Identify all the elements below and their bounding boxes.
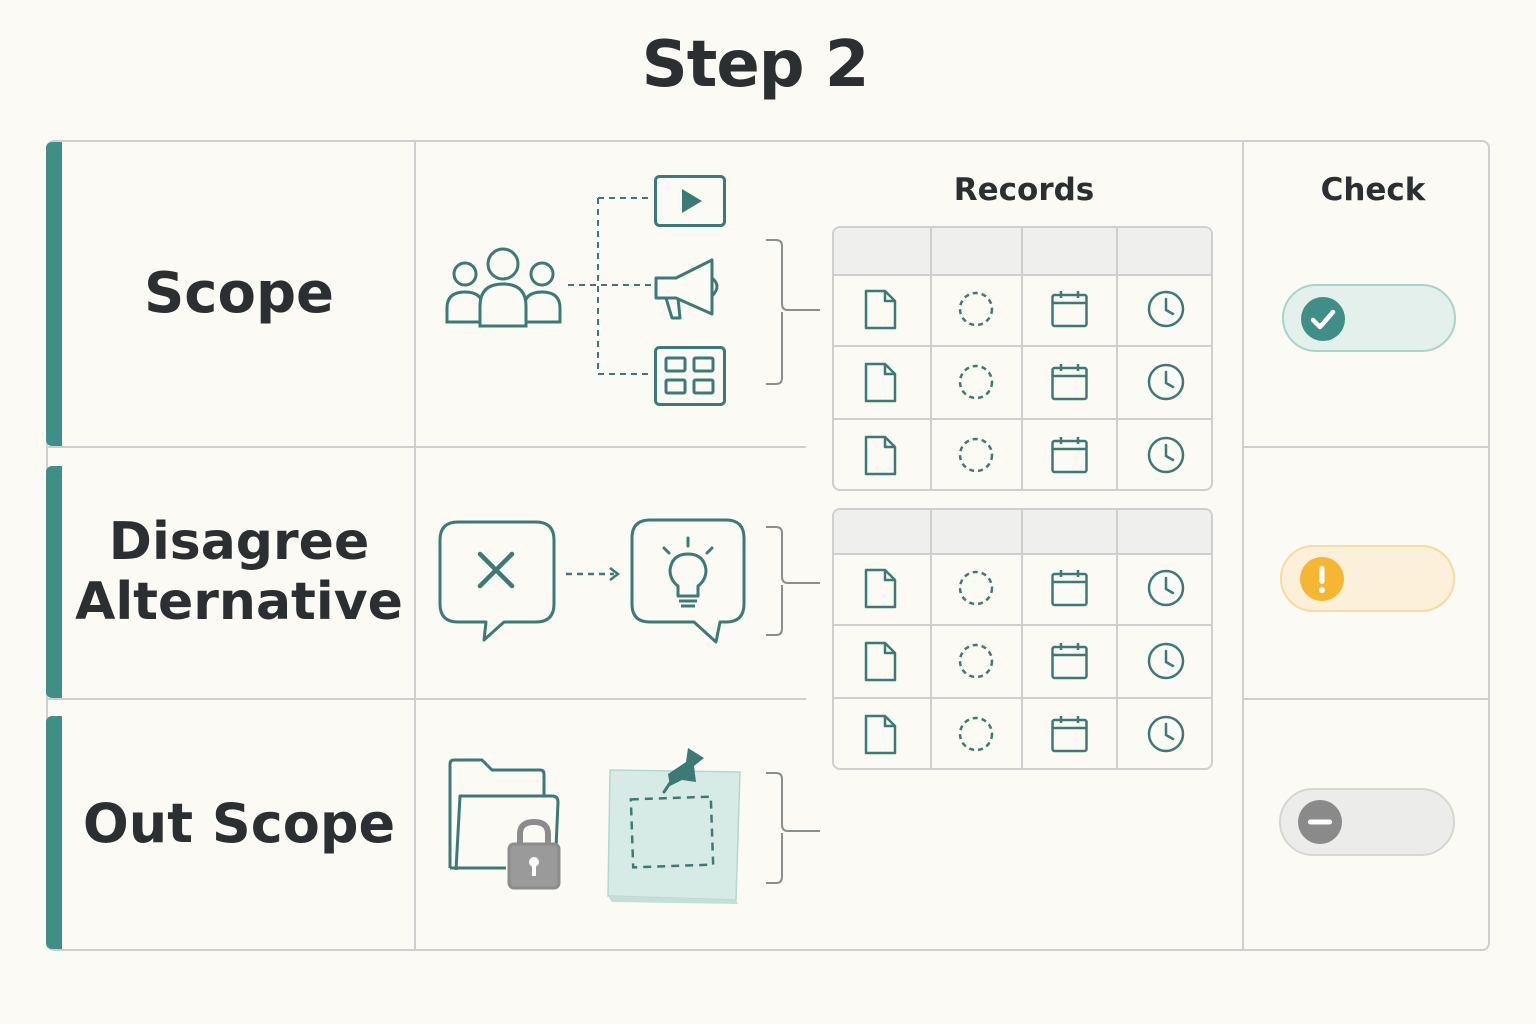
document-icon xyxy=(864,568,897,608)
megaphone-icon xyxy=(654,258,719,320)
row-bracket xyxy=(766,526,820,636)
page-title: Step 2 xyxy=(641,28,870,102)
records-row-line xyxy=(832,418,1213,420)
row-accent-bar xyxy=(46,716,62,949)
records-row-line xyxy=(832,345,1213,347)
records-column-line xyxy=(930,226,932,491)
calendar-icon xyxy=(1050,642,1088,679)
circle-dashed-icon xyxy=(958,291,993,326)
column-divider xyxy=(414,140,416,951)
document-icon xyxy=(864,714,897,754)
records-row-line xyxy=(832,697,1213,699)
dashed-arrow xyxy=(566,567,621,581)
dashboard-grid-icon xyxy=(654,346,726,406)
row-label-out-scope: Out Scope xyxy=(82,792,396,856)
check-icon xyxy=(1301,297,1345,341)
row-accent-bar xyxy=(46,142,62,446)
reject-bubble-icon xyxy=(438,520,556,642)
row-disagree-alternative xyxy=(46,446,808,700)
records-row-line xyxy=(832,624,1213,626)
records-header: Records xyxy=(953,172,1095,208)
row-label-line: Alternative xyxy=(75,572,403,632)
clock-icon xyxy=(1147,363,1184,400)
circle-dashed-icon xyxy=(958,643,993,678)
row-bracket xyxy=(766,239,820,385)
records-column-line xyxy=(1021,226,1023,491)
clock-icon xyxy=(1147,569,1184,606)
minus-icon xyxy=(1298,800,1342,844)
video-icon xyxy=(654,175,726,227)
records-column-line xyxy=(1021,508,1023,770)
clock-icon xyxy=(1147,436,1184,473)
records-column-line xyxy=(1116,226,1118,491)
row-label-scope: Scope xyxy=(143,260,335,326)
circle-dashed-icon xyxy=(958,570,993,605)
check-header: Check xyxy=(1320,172,1426,208)
document-icon xyxy=(864,435,897,475)
row-bracket xyxy=(766,772,820,884)
exclamation-icon xyxy=(1300,557,1344,601)
row-label-line: Disagree xyxy=(108,512,370,573)
locked-folder-icon xyxy=(448,758,561,890)
calendar-icon xyxy=(1050,436,1088,473)
row-accent-bar xyxy=(46,466,62,698)
clock-icon xyxy=(1147,290,1184,327)
row-scope xyxy=(46,140,808,448)
document-icon xyxy=(864,289,897,329)
row-label-disagree-alternative: Disagree Alternative xyxy=(64,448,414,698)
records-column-line xyxy=(930,508,932,770)
calendar-icon xyxy=(1050,715,1088,752)
idea-bubble-icon xyxy=(630,518,746,644)
dashed-connector xyxy=(568,197,652,375)
circle-dashed-icon xyxy=(958,364,993,399)
calendar-icon xyxy=(1050,363,1088,400)
calendar-icon xyxy=(1050,290,1088,327)
document-icon xyxy=(864,362,897,402)
calendar-icon xyxy=(1050,569,1088,606)
circle-dashed-icon xyxy=(958,437,993,472)
circle-dashed-icon xyxy=(958,716,993,751)
clock-icon xyxy=(1147,642,1184,679)
pinned-note-icon xyxy=(607,748,741,904)
records-column-line xyxy=(1116,508,1118,770)
clock-icon xyxy=(1147,715,1184,752)
team-icon xyxy=(445,247,562,328)
document-icon xyxy=(864,641,897,681)
